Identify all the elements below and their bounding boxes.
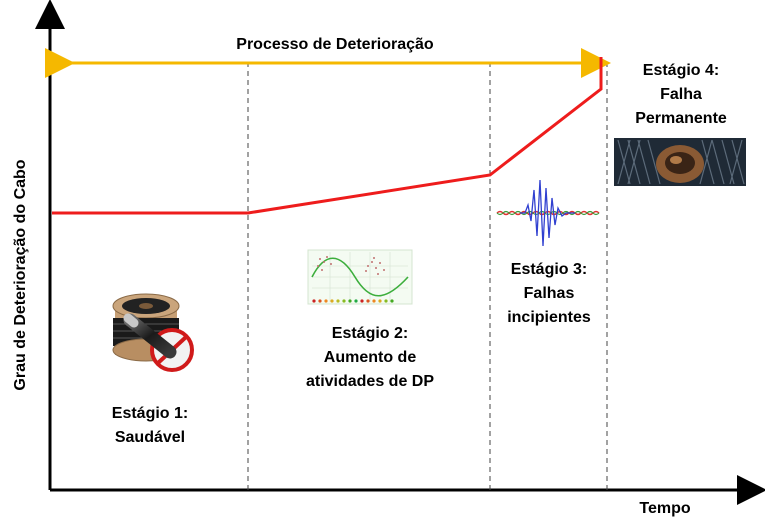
cable-reel-icon [112,293,194,372]
process-label: Processo de Deterioração [236,36,434,53]
stage-4-desc-2: Permanente [635,110,727,127]
stage-3-desc-1: Falhas [524,285,575,302]
stage-2-title: Estágio 2: [332,325,408,342]
stage-4-desc-1: Falha [660,86,702,103]
deterioration-curve [52,57,603,215]
stage-1-title: Estágio 1: [112,405,188,422]
stage-4-label: Estágio 4: Falha Permanente [635,62,727,127]
pd-sine-wave-chart-icon [307,249,413,305]
incipient-fault-waveform-icon [496,179,600,247]
stage-1-label: Estágio 1: Saudável [112,405,188,446]
stage-3-title: Estágio 3: [511,261,587,278]
stage-2-label: Estágio 2: Aumento de atividades de DP [306,325,434,390]
stage-3-desc-2: incipientes [507,309,591,326]
stage-3-label: Estágio 3: Falhas incipientes [507,261,591,326]
stage-4-title: Estágio 4: [643,62,719,79]
stage-2-desc-2: atividades de DP [306,373,434,390]
stage-1-desc-1: Saudável [115,429,185,446]
stage-2-desc-1: Aumento de [324,349,417,366]
y-axis-label: Grau de Deterioração do Cabo [12,159,29,390]
x-axis-label: Tempo [639,500,690,517]
damaged-cable-icon [614,138,746,186]
